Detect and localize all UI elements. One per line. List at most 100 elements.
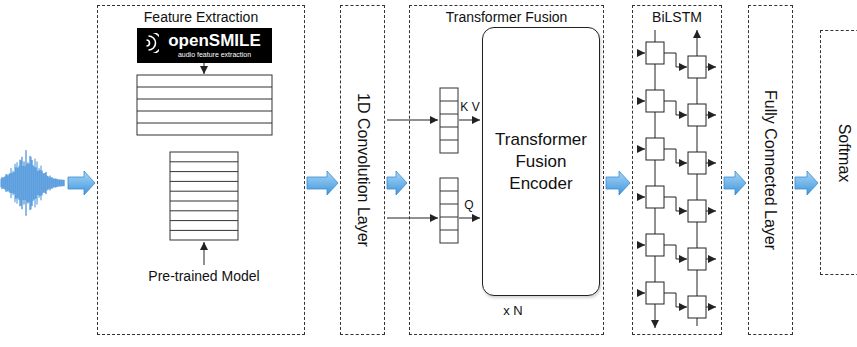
- lstm-cell: [646, 186, 664, 208]
- lstm-line: [664, 197, 687, 211]
- lstm-line: [638, 197, 645, 198]
- wave-stroke: [4, 177, 5, 189]
- leader-arrow: [204, 242, 205, 265]
- thin-arrow: [387, 120, 438, 121]
- layer-box: Softmax: [820, 30, 857, 275]
- lstm-cell: [646, 138, 664, 160]
- wave-stroke: [9, 174, 10, 192]
- wave-stroke: [39, 168, 40, 198]
- table-rows: [137, 87, 272, 123]
- node-title: BiLSTM: [652, 9, 702, 25]
- lstm-line: [638, 101, 645, 102]
- vector: [440, 88, 458, 153]
- wave-stroke: [31, 157, 32, 209]
- wave-stroke: [33, 165, 34, 201]
- wave-stroke: [40, 170, 41, 196]
- wave-stroke: [10, 173, 11, 193]
- wave-stroke: [49, 177, 50, 188]
- encoder-box: Transformer Fusion Encoder: [482, 27, 600, 296]
- wave-stroke: [30, 156, 31, 210]
- wave-stroke: [45, 173, 46, 193]
- lstm-line: [664, 101, 687, 115]
- leader-arrow: [204, 63, 205, 74]
- wave-stroke: [61, 179, 62, 186]
- label: K V: [460, 100, 479, 114]
- node-title: Transformer Fusion: [446, 9, 568, 25]
- flow-arrow: [606, 171, 630, 195]
- module-box: Feature ExtractionopenSMILEaudio feature…: [97, 5, 305, 335]
- wave-stroke: [21, 160, 22, 205]
- thin-arrow: [459, 218, 480, 219]
- wave-stroke: [20, 160, 21, 207]
- node-title: 1D Convolution Layer: [354, 93, 372, 247]
- flow-arrow: [795, 171, 818, 195]
- module-box: BiLSTM: [632, 5, 722, 335]
- lstm-line: [664, 149, 687, 163]
- logo-box: openSMILEaudio feature extraction: [137, 28, 272, 63]
- wave-stroke: [36, 167, 37, 198]
- lstm-cell: [688, 200, 706, 222]
- flow-arrow: [387, 171, 407, 195]
- wave-stroke: [12, 173, 13, 193]
- sound-icon: [141, 33, 159, 53]
- lstm-cell: [688, 296, 706, 318]
- node-title: Transformer Fusion Encoder: [489, 129, 593, 195]
- label: x N: [503, 303, 523, 318]
- wave-stroke: [27, 164, 28, 203]
- wave-stroke: [15, 164, 16, 202]
- wave-stroke: [53, 179, 54, 188]
- lstm-line: [638, 245, 645, 246]
- wave-stroke: [38, 171, 39, 195]
- wave-stroke: [37, 161, 38, 204]
- node-title: openSMILE: [168, 32, 261, 50]
- lstm-cell: [688, 152, 706, 174]
- lstm-cell: [646, 234, 664, 256]
- wave-stroke: [26, 150, 27, 216]
- wave-stroke: [17, 162, 18, 203]
- lstm-cell: [688, 56, 706, 78]
- wave-stroke: [50, 176, 51, 191]
- wave-stroke: [56, 179, 57, 188]
- wave-stroke: [55, 179, 56, 188]
- wave-stroke: [58, 179, 59, 186]
- lstm-line: [664, 245, 687, 259]
- wave-stroke: [46, 172, 47, 194]
- sound-arc: [149, 36, 156, 50]
- lstm-line: [706, 259, 716, 260]
- wave-stroke: [24, 161, 25, 204]
- module-box: Transformer FusionTransformer Fusion Enc…: [409, 5, 604, 335]
- wave-stroke: [22, 157, 23, 209]
- wave-stroke: [3, 178, 4, 188]
- thin-arrow: [459, 120, 480, 121]
- label: Q: [464, 198, 473, 212]
- wave-stroke: [2, 177, 3, 189]
- wave-stroke: [25, 166, 26, 200]
- feature-table: [137, 75, 272, 135]
- thin-arrow: [387, 218, 438, 219]
- wave-stroke: [59, 179, 60, 186]
- wave-stroke: [32, 160, 33, 206]
- input-arrow: [68, 171, 95, 195]
- wave-stroke: [28, 162, 29, 203]
- wave-stroke: [54, 178, 55, 187]
- sound-arc: [147, 40, 150, 46]
- wave-stroke: [7, 174, 8, 191]
- layer-box: Fully Connected Layer: [748, 5, 793, 335]
- wave-stroke: [34, 166, 35, 199]
- lstm-line: [638, 53, 645, 54]
- wave-stroke: [16, 167, 17, 199]
- lstm-line: [664, 53, 687, 67]
- lstm-cell: [688, 248, 706, 270]
- wave-stroke: [47, 176, 48, 191]
- wave-stroke: [51, 178, 52, 188]
- node-title: Fully Connected Layer: [762, 90, 780, 250]
- sound-arc: [151, 33, 160, 53]
- lstm-line: [706, 163, 716, 164]
- lstm-cell: [688, 104, 706, 126]
- wave-stroke: [23, 166, 24, 200]
- wave-stroke: [41, 166, 42, 201]
